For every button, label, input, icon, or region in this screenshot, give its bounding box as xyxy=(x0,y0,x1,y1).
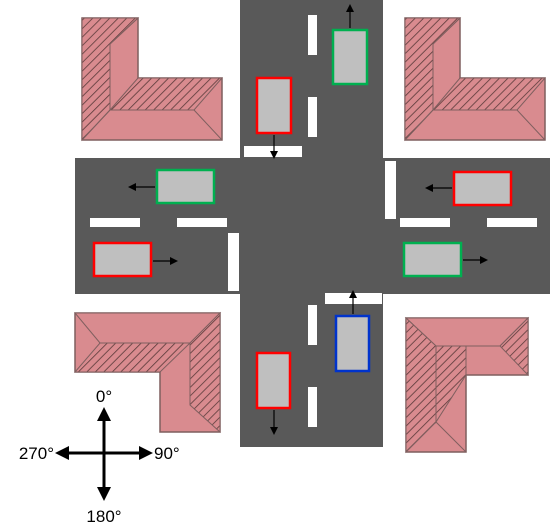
vehicle-south-down-red xyxy=(255,351,292,435)
vehicle-south-up-blue xyxy=(334,290,371,373)
vehicle-east-left-red xyxy=(425,170,513,207)
vehicle-east-right-green xyxy=(402,241,488,278)
vehicle-west-right-red xyxy=(92,241,178,278)
compass-north-label: 0° xyxy=(96,387,112,406)
building-bottom-left xyxy=(73,311,222,434)
compass-west-label: 270° xyxy=(19,444,54,463)
compass-south-label: 180° xyxy=(86,507,121,526)
building-bottom-right xyxy=(404,316,530,454)
vehicle-west-left-green xyxy=(128,168,216,205)
building-top-left xyxy=(81,17,224,142)
compass: 0° 90° 180° 270° xyxy=(19,387,180,526)
vehicle-north-down-red xyxy=(255,76,293,159)
compass-east-label: 90° xyxy=(154,444,180,463)
building-top-right xyxy=(404,17,547,142)
vehicle-north-up-green xyxy=(331,4,369,86)
